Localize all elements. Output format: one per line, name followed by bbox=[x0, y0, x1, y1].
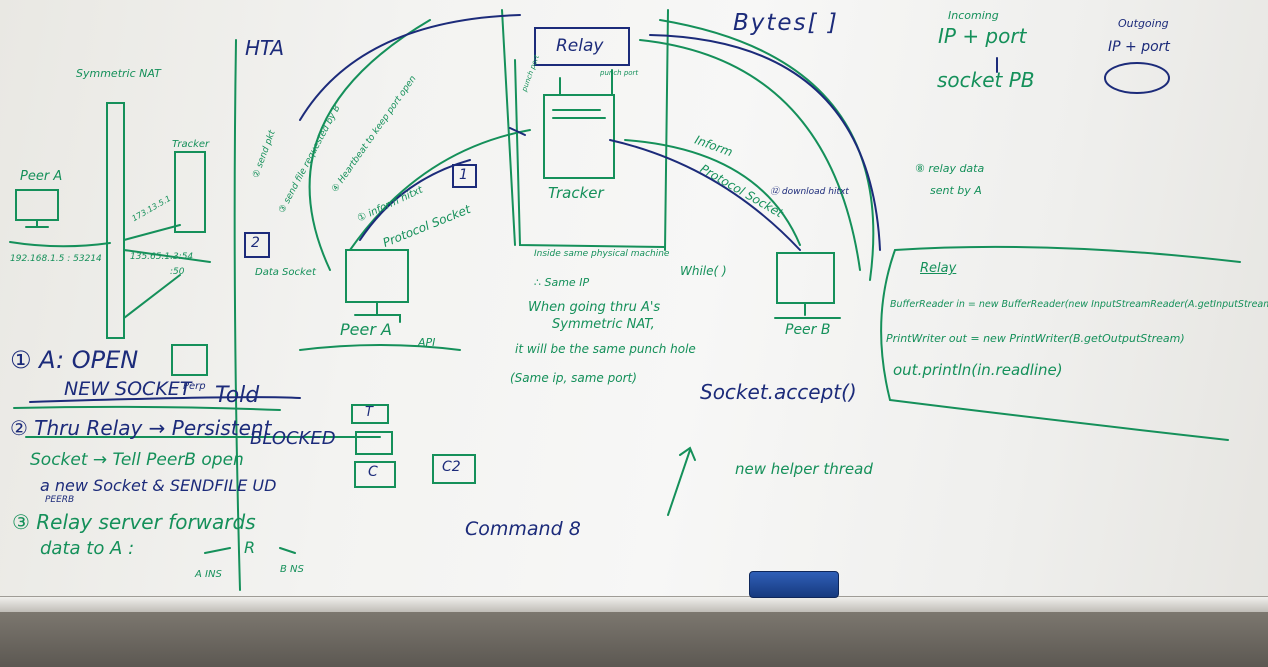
label-command: Command 8 bbox=[465, 518, 581, 540]
label-socket-pb: socket PB bbox=[937, 68, 1035, 92]
label-perp: Perp bbox=[183, 381, 206, 392]
whiteboard-drawings bbox=[9, 9, 1241, 591]
label-same-ip-port: (Same ip, same port) bbox=[510, 371, 637, 385]
label-t-box: T bbox=[365, 405, 373, 420]
floor bbox=[0, 612, 1268, 667]
label-download: ⑫ download hitxt bbox=[770, 187, 849, 197]
label-new-helper: new helper thread bbox=[735, 460, 873, 478]
label-while: While( ) bbox=[680, 264, 727, 278]
code-line-2: PrintWriter out = new PrintWriter(B.getO… bbox=[886, 332, 1185, 345]
label-ip-b: 135.65.1.3:54 bbox=[130, 252, 194, 262]
whiteboard bbox=[0, 0, 1268, 600]
label-tracker-small: Tracker bbox=[172, 139, 210, 150]
label-peer-a: Peer A bbox=[340, 320, 392, 339]
list-3a: ③ Relay server forwards bbox=[12, 510, 256, 534]
list-3b: data to A : bbox=[40, 538, 135, 559]
label-when-going: When going thru A's bbox=[528, 300, 661, 315]
label-relay-title: Relay bbox=[920, 261, 957, 276]
eraser bbox=[749, 571, 839, 598]
label-ip-a: 192.168.1.5 : 53214 bbox=[10, 254, 102, 264]
label-bytes: Bytes[ ] bbox=[733, 10, 839, 36]
label-outgoing: Outgoing bbox=[1118, 17, 1169, 30]
label-r: R bbox=[244, 538, 256, 557]
code-line-3: out.println(in.readline) bbox=[893, 361, 1063, 379]
label-symmetric-nat-2: Symmetric NAT, bbox=[552, 317, 655, 332]
list-1b: NEW SOCKET bbox=[64, 378, 192, 400]
label-same-ip: ∴ Same IP bbox=[534, 276, 590, 289]
label-blocked: BLOCKED bbox=[250, 428, 336, 449]
marker-tray bbox=[0, 596, 1268, 613]
label-sent-by-a: sent by A bbox=[930, 184, 982, 197]
label-relay-data: ⑧ relay data bbox=[915, 162, 985, 175]
list-2b: Socket → Tell PeerB open bbox=[30, 450, 244, 470]
label-ains: A INS bbox=[195, 569, 222, 580]
label-data-socket: Data Socket bbox=[255, 267, 316, 278]
label-peerb: PEERB bbox=[45, 495, 75, 505]
label-ip-port-out: IP + port bbox=[1108, 39, 1170, 55]
label-ip-port-in: IP + port bbox=[938, 24, 1027, 48]
label-socket-accept: Socket.accept() bbox=[700, 380, 857, 404]
label-told: Told bbox=[215, 383, 260, 408]
label-c-box: C bbox=[368, 464, 378, 480]
label-api: API bbox=[418, 336, 436, 349]
list-2c: a new Socket & SENDFILE UD bbox=[40, 476, 277, 495]
label-punch-port-2: punch port bbox=[600, 69, 639, 77]
code-line-1: BufferReader in = new BufferReader(new I… bbox=[890, 299, 1268, 310]
label-box-2: 2 bbox=[251, 235, 260, 251]
list-1a: ① A: OPEN bbox=[10, 346, 139, 374]
label-symmetric-nat: Symmetric NAT bbox=[76, 67, 161, 80]
label-c2-box: C2 bbox=[442, 459, 461, 475]
label-inside-same: Inside same physical machine bbox=[534, 249, 670, 259]
label-incoming: Incoming bbox=[948, 9, 999, 22]
label-port-50: :50 bbox=[170, 267, 185, 277]
label-hta: HTA bbox=[245, 36, 285, 60]
label-bns: B NS bbox=[280, 564, 304, 575]
list-2a: ② Thru Relay → Persistent bbox=[10, 416, 272, 440]
label-peer-a-top: Peer A bbox=[20, 169, 63, 184]
label-box-1: 1 bbox=[459, 167, 468, 183]
label-tracker: Tracker bbox=[548, 184, 604, 202]
label-peer-b: Peer B bbox=[785, 322, 831, 338]
label-relay: Relay bbox=[556, 36, 604, 56]
label-punch-hole: it will be the same punch hole bbox=[515, 342, 696, 356]
